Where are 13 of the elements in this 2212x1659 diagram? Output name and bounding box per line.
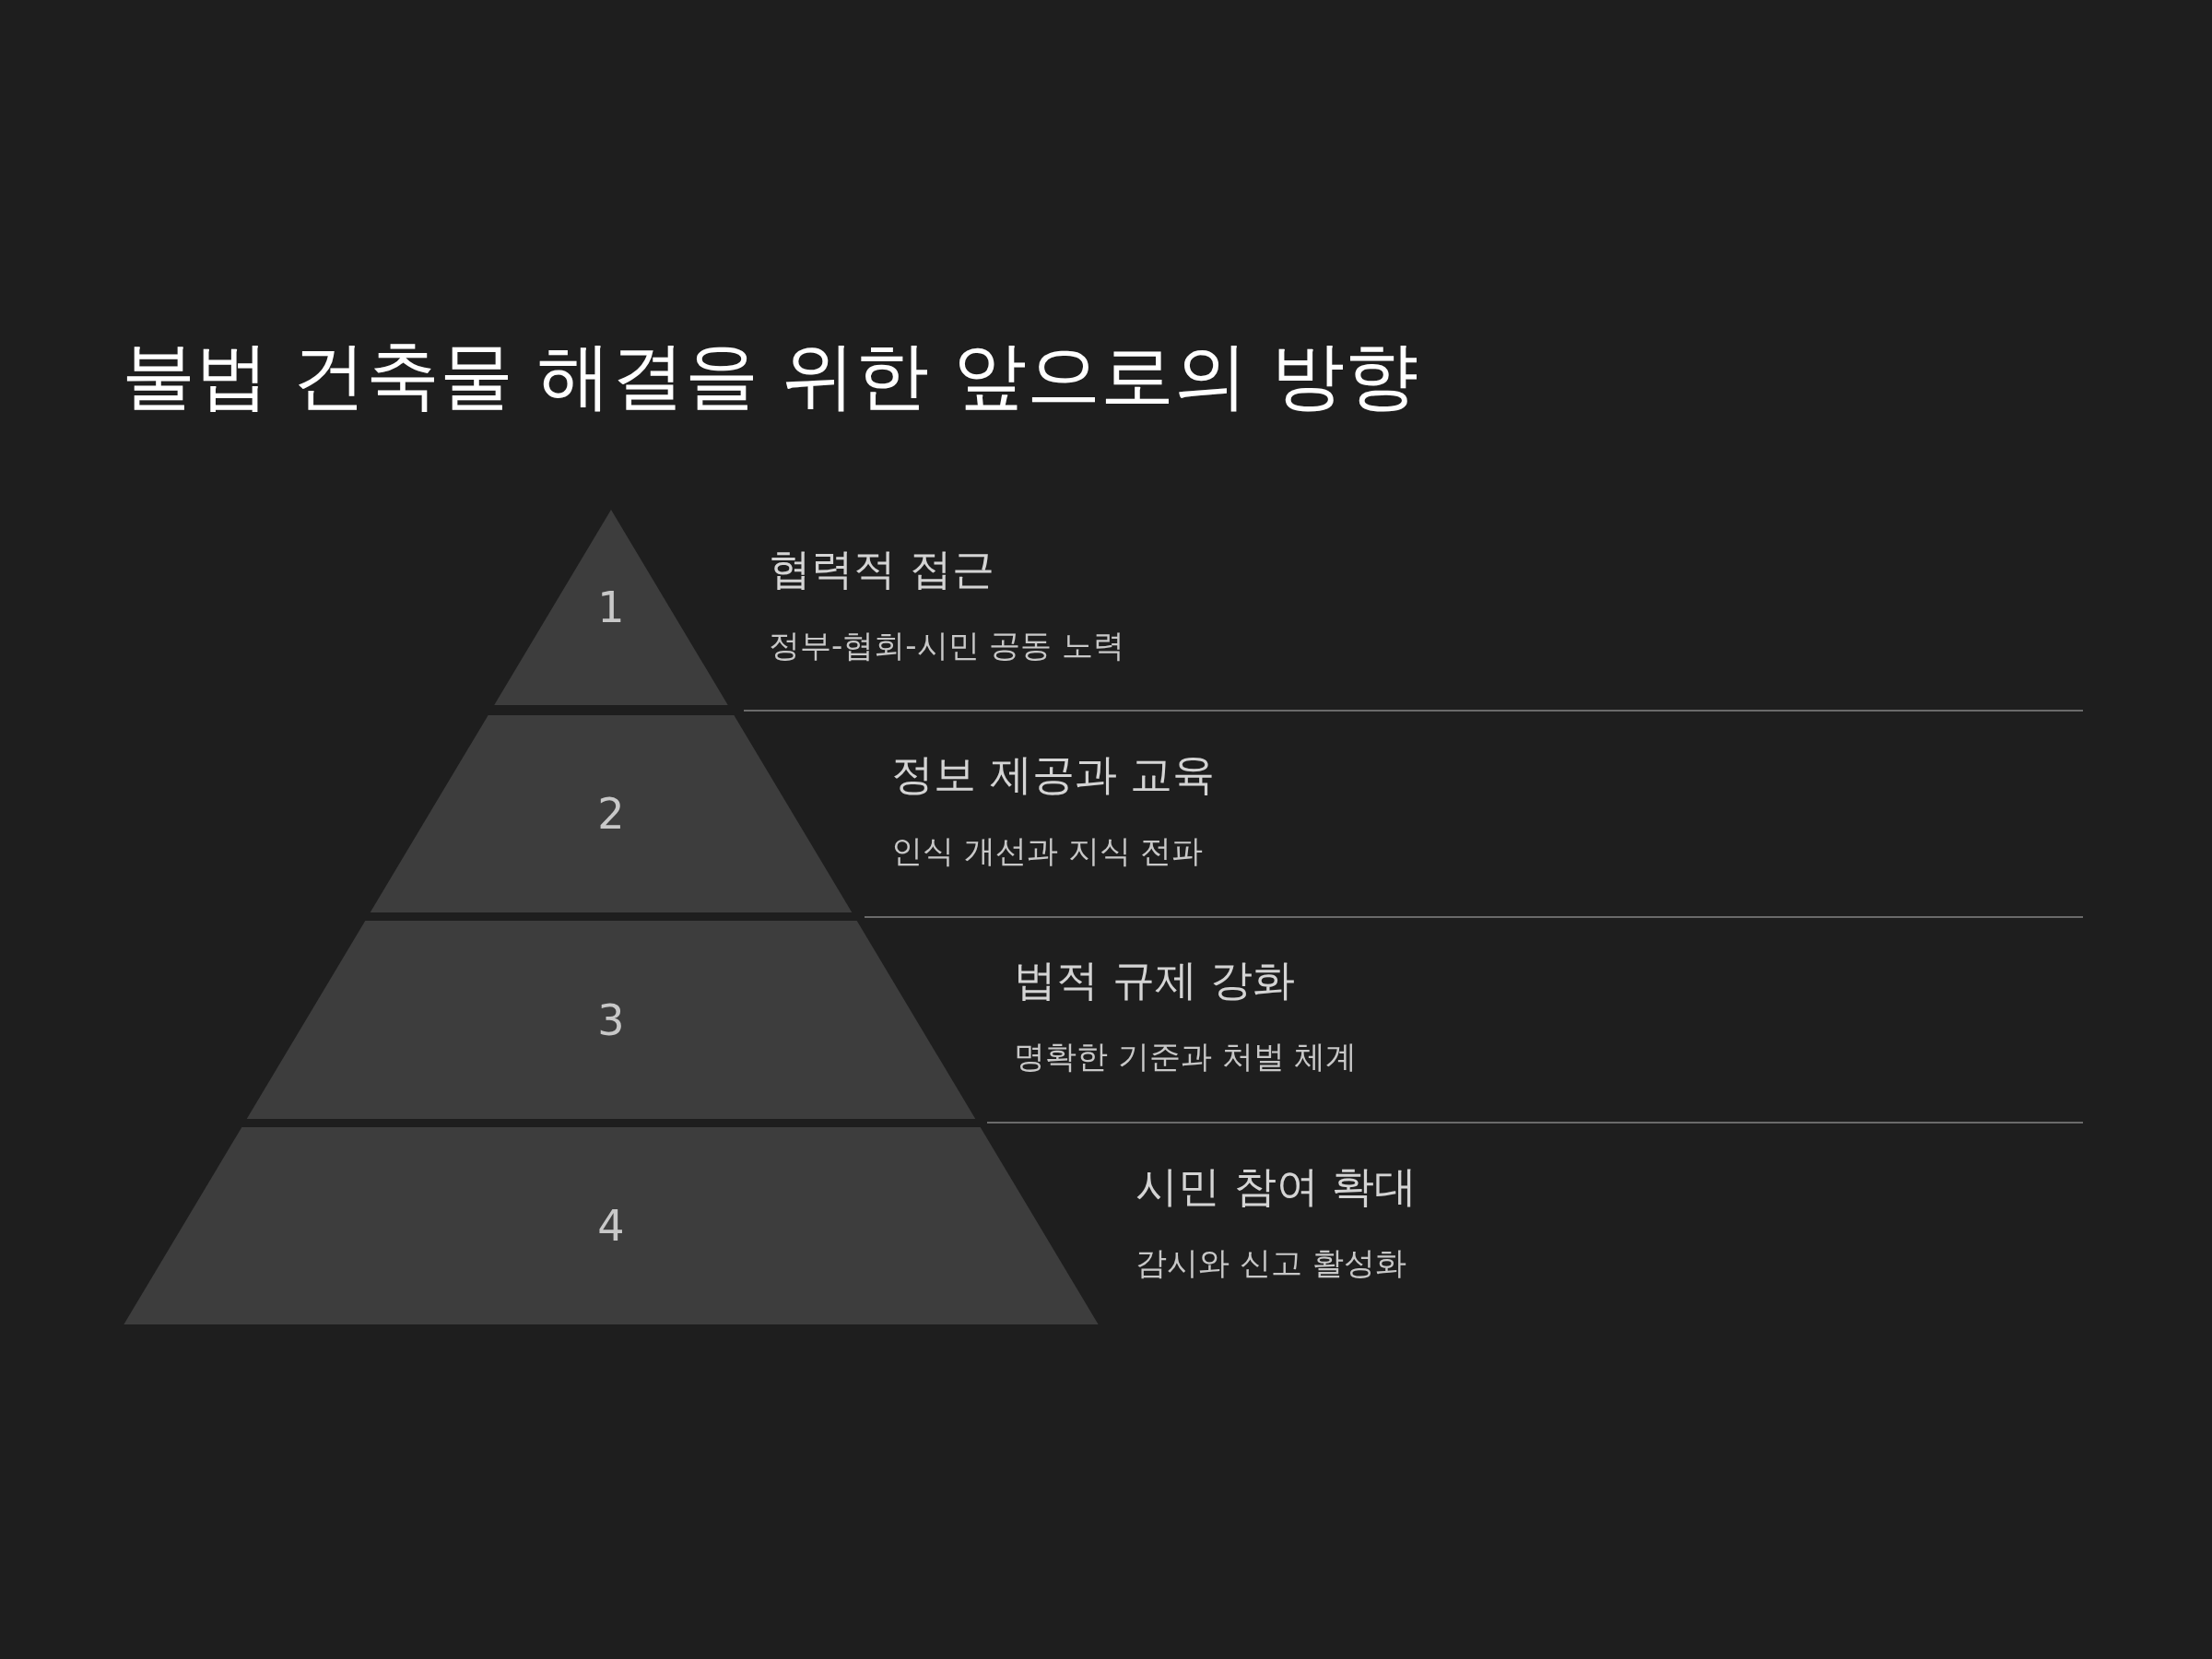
tier-number: 1 (596, 586, 626, 629)
tier-description: 인식 개선과 지식 전파 (891, 835, 1204, 866)
tier-description: 감시와 신고 활성화 (1135, 1247, 1406, 1278)
tier-number: 4 (596, 1205, 626, 1247)
tier-heading: 법적 규제 강화 (1014, 959, 1296, 1001)
tier-heading: 시민 참여 확대 (1135, 1165, 1418, 1207)
tier-description: 정부-협회-시민 공동 노력 (769, 629, 1125, 661)
tier-number: 2 (596, 793, 626, 835)
tier-heading: 협력적 접근 (769, 547, 994, 590)
tier-description: 명확한 기준과 처벌 체계 (1014, 1041, 1358, 1072)
tier-number: 3 (596, 998, 626, 1041)
title: 불법 건축물 해결을 위한 앞으로의 방향 (122, 332, 1419, 420)
tier-heading: 정보 제공과 교육 (891, 753, 1216, 795)
